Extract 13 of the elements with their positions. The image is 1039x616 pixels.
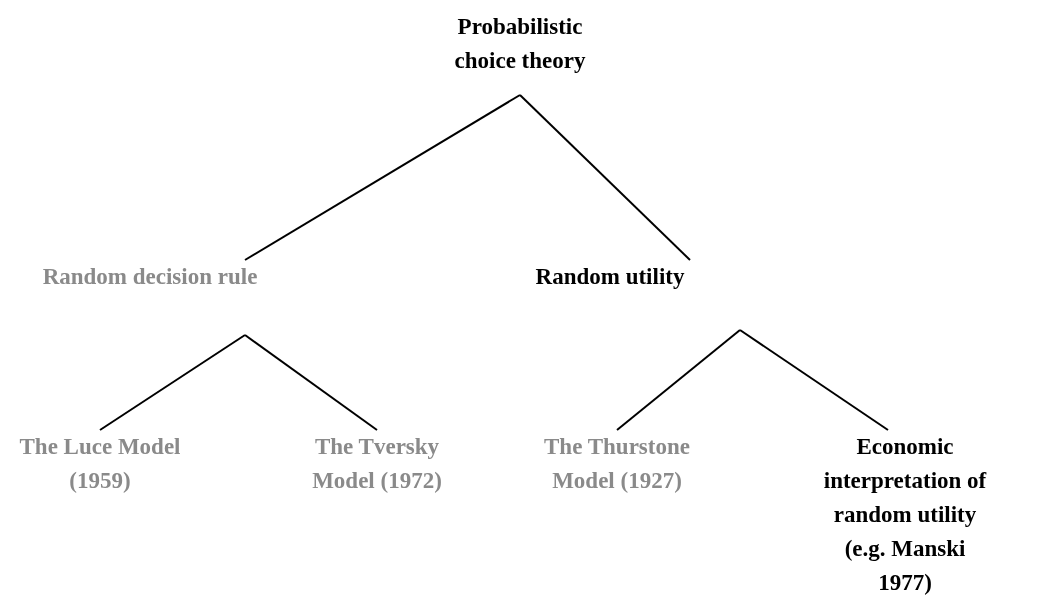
node-label: Random utility <box>534 263 686 291</box>
node-label: The Thurstone Model (1927) <box>543 433 691 495</box>
node-label: The Luce Model (1959) <box>18 433 182 495</box>
connector-line <box>739 329 889 431</box>
node-label: Probabilistic choice theory <box>453 13 587 75</box>
node-label: The Tversky Model (1972) <box>311 433 443 495</box>
connector-line <box>519 94 691 261</box>
node-label: Random decision rule <box>41 263 259 291</box>
node-label: Economic interpretation of random utility (e.g. Manski 1977) <box>822 433 988 597</box>
connector-line <box>616 329 741 431</box>
connector-line <box>244 94 521 261</box>
connector-line <box>99 334 246 431</box>
connector-line <box>244 334 378 431</box>
